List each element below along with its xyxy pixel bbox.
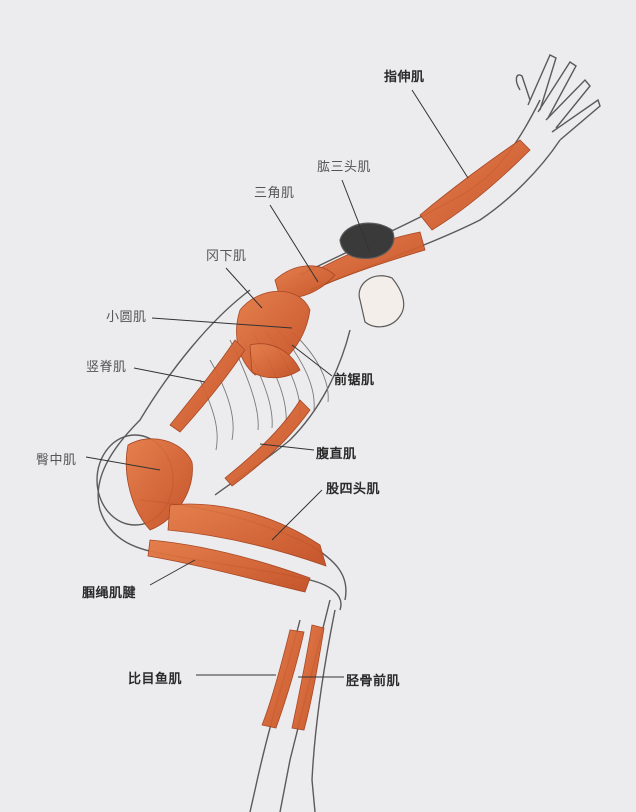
- leader-lines: [85, 89, 469, 678]
- label-gluteus-medius: 臀中肌: [36, 453, 77, 468]
- label-finger-extensors: 指伸肌: [384, 70, 425, 85]
- muscle-finger-extensors: [419, 139, 531, 231]
- face: [358, 275, 405, 328]
- label-hamstring-tendon: 腘绳肌腱: [82, 586, 137, 601]
- label-triceps: 肱三头肌: [317, 160, 372, 175]
- muscle-rectus-abdominis: [224, 399, 311, 487]
- hair: [339, 222, 395, 260]
- muscle-erector-spinae: [169, 339, 246, 433]
- muscle-quadriceps: [167, 503, 327, 567]
- label-soleus: 比目鱼肌: [128, 672, 183, 687]
- label-tibialis-anterior: 胫骨前肌: [346, 674, 401, 689]
- muscles: [125, 139, 531, 731]
- label-rectus-abdominis: 腹直肌: [316, 447, 357, 462]
- label-teres-minor: 小圆肌: [106, 310, 147, 325]
- muscle-soleus: [261, 629, 305, 729]
- label-quadriceps: 股四头肌: [326, 482, 381, 497]
- label-infraspinatus: 冈下肌: [206, 249, 247, 264]
- label-deltoid: 三角肌: [254, 186, 295, 201]
- label-serratus-anterior: 前锯肌: [334, 373, 375, 388]
- label-erector-spinae: 竖脊肌: [86, 360, 127, 375]
- muscle-teres-minor: [249, 343, 301, 379]
